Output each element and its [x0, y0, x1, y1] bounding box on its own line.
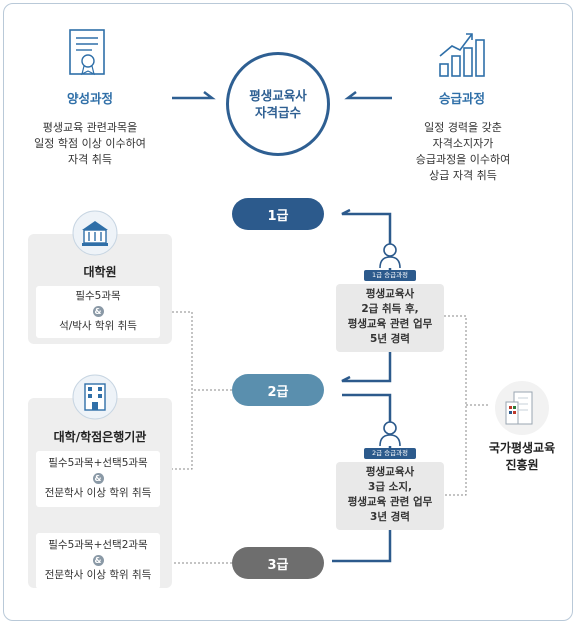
person-icon-2: [372, 420, 408, 454]
right-track-title: 승급과정: [438, 91, 485, 106]
university-title: 대학/학점은행기관: [53, 430, 147, 444]
badge-2급-upgrade: 2급 승급과정: [364, 448, 416, 459]
university-building-icon: [72, 210, 118, 260]
university-requirements-2: 필수5과목+선택2과목 & 전문학사 이상 학위 취득: [36, 533, 160, 589]
institute-building-icon: [492, 380, 552, 440]
grade-2-pill: 2급: [232, 374, 324, 406]
office-building-icon: [72, 374, 118, 424]
path-from-3급: [332, 523, 392, 563]
grad-school-title: 대학원: [83, 265, 117, 279]
left-track-title: 양성과정: [66, 91, 113, 106]
certificate-icon: [66, 28, 110, 82]
path-from-2급: [341, 350, 392, 383]
person-icon-1: [372, 242, 408, 276]
grade-3-pill: 3급: [232, 547, 324, 579]
diagram-frame: [3, 3, 573, 621]
grade-1-pill: 1급: [232, 198, 324, 230]
left-arrow: [172, 91, 216, 100]
university-requirements-1: 필수5과목+선택5과목 & 전문학사 이상 학위 취득: [36, 451, 160, 507]
dot-institute-bracket: [444, 315, 467, 496]
dot-univ-to-2급: [167, 390, 193, 470]
right-arrow: [344, 91, 392, 100]
center-circle: 평생교육사 자격급수: [226, 52, 330, 156]
bar-chart-icon: [436, 30, 488, 82]
dot-grad-to-2급: [160, 311, 232, 391]
badge-1급-upgrade: 1급 승급과정: [364, 270, 416, 281]
grad-school-requirements: 필수5과목 & 석/박사 학위 취득: [36, 286, 160, 338]
